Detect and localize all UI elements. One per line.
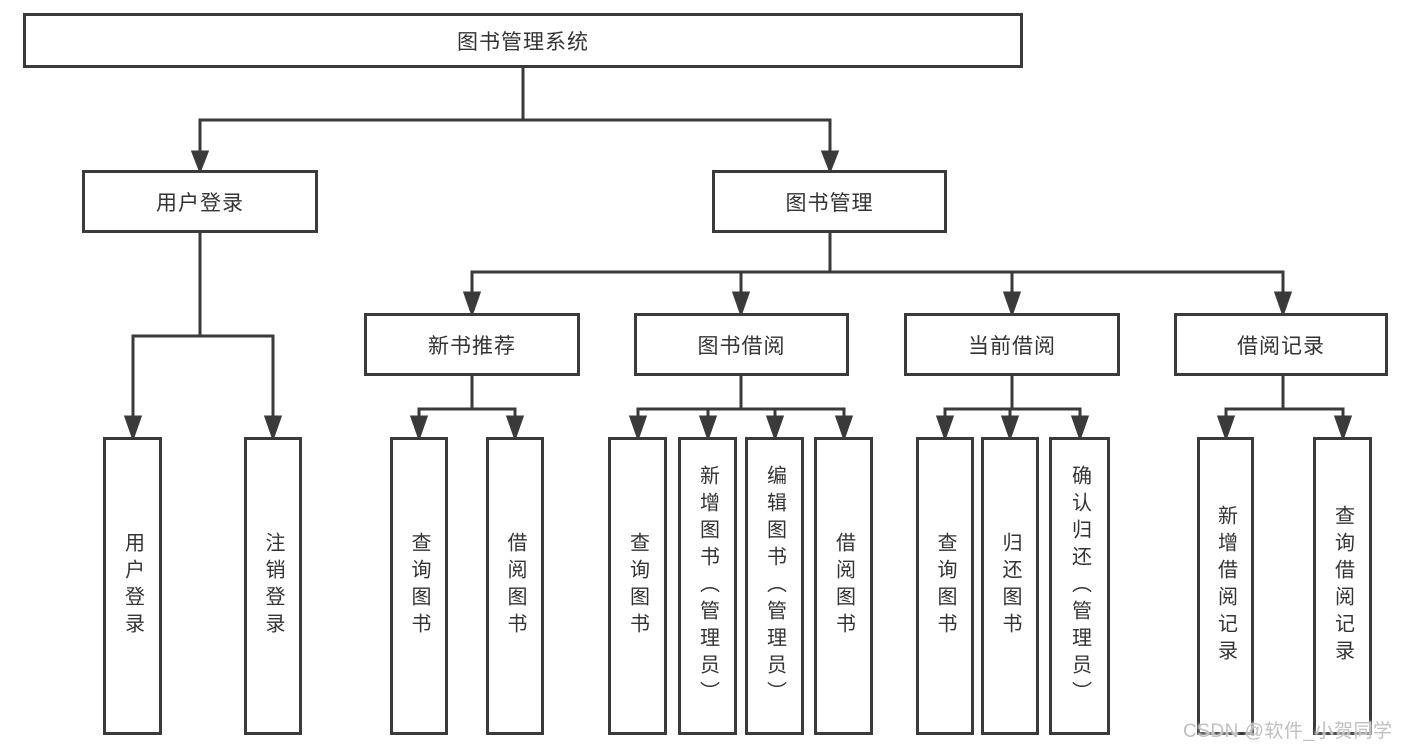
leaf-query-books-recommend: 查询图书 [390, 437, 448, 735]
node-label: 查询图书 [626, 532, 649, 640]
node-label: 归还图书 [999, 532, 1021, 640]
node-library-management-system: 图书管理系统 [23, 13, 1023, 68]
leaf-edit-books-admin: 编辑图书（管理员） [745, 437, 804, 735]
node-label: 借阅图书 [504, 532, 526, 640]
node-label: 确认归还（管理员） [1068, 464, 1091, 708]
csdn-watermark: CSDN @软件_小贺同学 [1183, 721, 1393, 742]
node-user-login: 用户登录 [82, 170, 318, 233]
leaf-confirm-return-admin: 确认归还（管理员） [1049, 437, 1110, 735]
node-new-book-recommendation: 新书推荐 [364, 313, 580, 376]
leaf-query-borrow-record: 查询借阅记录 [1313, 437, 1372, 735]
leaf-add-borrow-record: 新增借阅记录 [1197, 437, 1254, 735]
node-book-management: 图书管理 [712, 170, 947, 233]
node-label: 图书管理系统 [457, 30, 589, 54]
node-label: 编辑图书（管理员） [763, 464, 786, 708]
node-label: 借阅记录 [1237, 334, 1325, 358]
node-current-borrowing: 当前借阅 [904, 313, 1120, 376]
node-label: 查询图书 [408, 532, 430, 640]
leaf-query-books-borrowing: 查询图书 [608, 437, 667, 735]
node-borrowing-records: 借阅记录 [1174, 313, 1388, 376]
node-label: 查询图书 [934, 532, 956, 640]
node-label: 图书管理 [785, 191, 874, 215]
leaf-add-books-admin: 新增图书（管理员） [678, 437, 737, 735]
node-label: 用户登录 [156, 191, 244, 215]
node-label: 图书借阅 [697, 334, 786, 358]
node-label: 新增图书（管理员） [696, 464, 719, 708]
node-label: 新增借阅记录 [1214, 505, 1237, 667]
node-label: 借阅图书 [832, 532, 855, 640]
leaf-borrow-books-recommend: 借阅图书 [486, 437, 544, 735]
leaf-user-login: 用户登录 [103, 437, 162, 735]
node-label: 新书推荐 [428, 334, 516, 358]
node-label: 查询借阅记录 [1331, 505, 1354, 667]
leaf-return-books: 归还图书 [981, 437, 1039, 735]
leaf-query-books-current: 查询图书 [916, 437, 974, 735]
node-label: 当前借阅 [968, 334, 1056, 358]
leaf-logout: 注销登录 [244, 437, 302, 735]
node-book-borrowing: 图书借阅 [634, 313, 849, 376]
node-label: 注销登录 [262, 532, 284, 640]
node-label: 用户登录 [121, 532, 144, 640]
leaf-borrow-books: 借阅图书 [814, 437, 873, 735]
